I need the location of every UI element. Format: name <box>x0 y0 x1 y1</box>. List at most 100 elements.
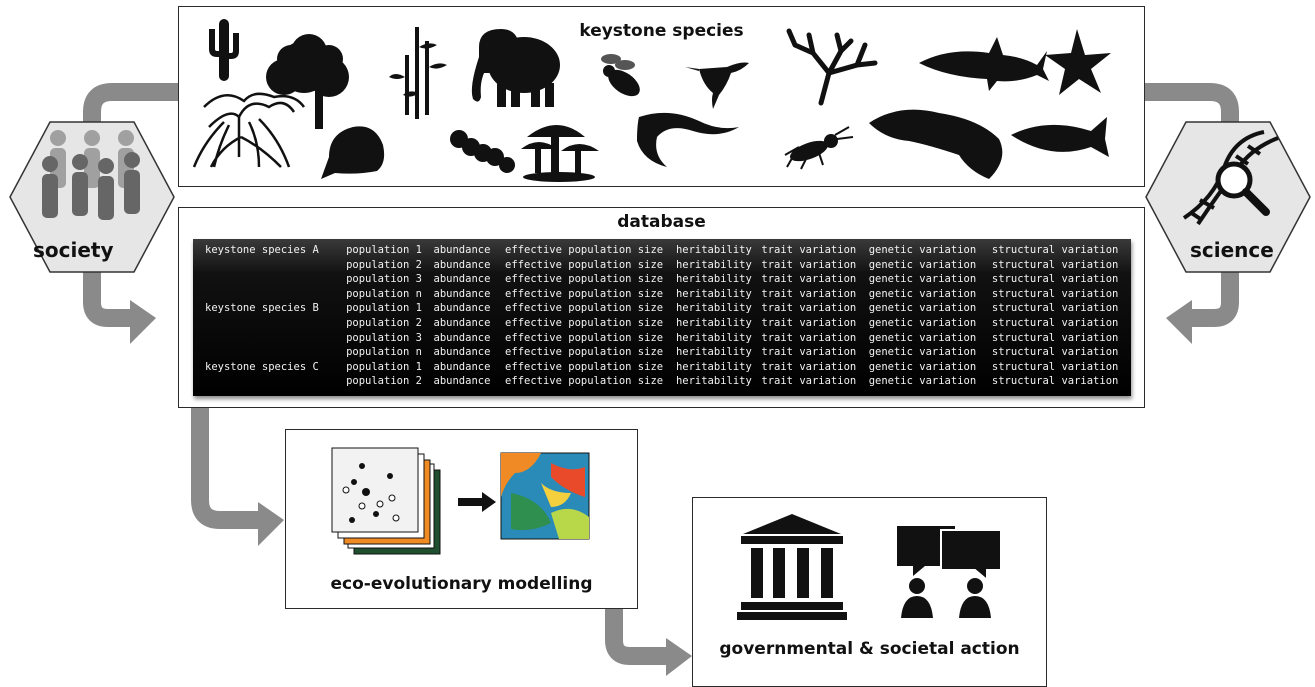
population-cell: population n <box>346 287 422 300</box>
modelling-title: eco-evolutionary modelling <box>330 574 593 594</box>
elephant-icon <box>471 29 560 107</box>
field-cell: effective population size <box>505 331 664 344</box>
species-cell: keystone species B <box>205 302 319 315</box>
arrow-science-to-database <box>1190 272 1239 327</box>
population-cell: population n <box>346 346 422 359</box>
keystone-species-panel: keystone species <box>178 6 1145 187</box>
population-cell: population 2 <box>346 375 422 388</box>
termite-icon <box>784 126 854 170</box>
field-cell: abundance <box>433 273 491 286</box>
field-cell: structural variation <box>991 244 1119 256</box>
arrowhead-action <box>666 638 692 676</box>
arrow-right-icon <box>458 492 496 512</box>
field-cell: heritability <box>675 360 752 373</box>
field-cell: structural variation <box>991 316 1119 329</box>
field-cell: structural variation <box>991 375 1119 388</box>
field-cell: heritability <box>675 273 752 286</box>
field-cell: structural variation <box>991 273 1119 286</box>
salmon-icon <box>1011 117 1109 157</box>
field-cell: heritability <box>675 258 752 271</box>
arrow-species-to-society <box>83 83 178 126</box>
table-row: population 2 abundance effective populatio… <box>193 316 1131 331</box>
people-icon <box>42 130 140 220</box>
cactus-icon <box>209 19 239 81</box>
field-cell: heritability <box>675 375 752 388</box>
species-cell: keystone species C <box>205 360 319 373</box>
species-cell <box>193 287 346 302</box>
dna-magnifier-icon <box>1182 130 1279 226</box>
field-cell: effective population size <box>505 258 664 271</box>
field-cell: trait variation <box>761 287 857 300</box>
shrimp-icon <box>637 112 739 167</box>
species-cell <box>193 331 346 346</box>
field-cell: genetic variation <box>868 287 977 300</box>
field-cell: genetic variation <box>868 273 977 286</box>
table-row: keystone species B population 1 abundance e… <box>193 301 1131 316</box>
shark-icon <box>919 37 1049 91</box>
crocodile-icon <box>869 109 1003 179</box>
heatmap-icon <box>500 452 590 540</box>
species-cell <box>193 345 346 360</box>
population-cell: population 1 <box>346 302 422 315</box>
species-cell <box>193 258 346 273</box>
field-cell: structural variation <box>991 287 1119 300</box>
field-cell: genetic variation <box>868 346 977 359</box>
field-cell: trait variation <box>761 258 857 271</box>
species-silhouettes <box>192 19 1111 182</box>
arrowhead-modelling <box>258 502 284 546</box>
action-panel: governmental & societal action <box>692 497 1047 687</box>
field-cell: abundance <box>433 287 491 300</box>
field-cell: heritability <box>675 244 752 256</box>
government-building-icon <box>737 514 847 620</box>
society-label: society <box>33 238 114 262</box>
field-cell: abundance <box>433 302 491 315</box>
field-cell: trait variation <box>761 302 857 315</box>
field-cell: trait variation <box>761 316 857 329</box>
field-cell: structural variation <box>991 360 1119 373</box>
field-cell: effective population size <box>505 375 664 388</box>
field-cell: effective population size <box>505 316 664 329</box>
field-cell: structural variation <box>991 302 1119 315</box>
population-cell: population 2 <box>346 258 422 271</box>
field-cell: genetic variation <box>868 331 977 344</box>
database-title: database <box>617 212 706 232</box>
keystone-species-title: keystone species <box>579 21 744 41</box>
population-cell: population 1 <box>346 360 422 373</box>
field-cell: abundance <box>433 244 491 256</box>
arrowhead-society-database <box>130 300 156 344</box>
hummingbird-icon <box>685 62 749 109</box>
population-cell: population 1 <box>346 244 422 256</box>
species-cell <box>193 316 346 331</box>
modelling-panel: eco-evolutionary modelling <box>285 429 638 609</box>
field-cell: effective population size <box>505 360 664 373</box>
table-row: keystone species C population 1 abundance e… <box>193 360 1131 375</box>
coral-icon <box>786 28 878 106</box>
field-cell: genetic variation <box>868 316 977 329</box>
field-cell: genetic variation <box>868 302 977 315</box>
field-cell: structural variation <box>991 346 1119 359</box>
field-cell: heritability <box>675 287 752 300</box>
field-cell: trait variation <box>761 375 857 388</box>
science-label: science <box>1190 238 1274 262</box>
action-title: governmental & societal action <box>719 639 1020 659</box>
field-cell: heritability <box>675 302 752 315</box>
map-layers-icon <box>331 447 441 555</box>
field-cell: structural variation <box>991 331 1119 344</box>
beaver-icon <box>321 126 385 179</box>
field-cell: effective population size <box>505 273 664 286</box>
arrow-modelling-to-action <box>605 609 668 665</box>
field-cell: abundance <box>433 360 491 373</box>
field-cell: abundance <box>433 331 491 344</box>
science-node <box>1144 120 1312 274</box>
field-cell: effective population size <box>505 287 664 300</box>
field-cell: effective population size <box>505 302 664 315</box>
population-cell: population 2 <box>346 316 422 329</box>
field-cell: abundance <box>433 316 491 329</box>
